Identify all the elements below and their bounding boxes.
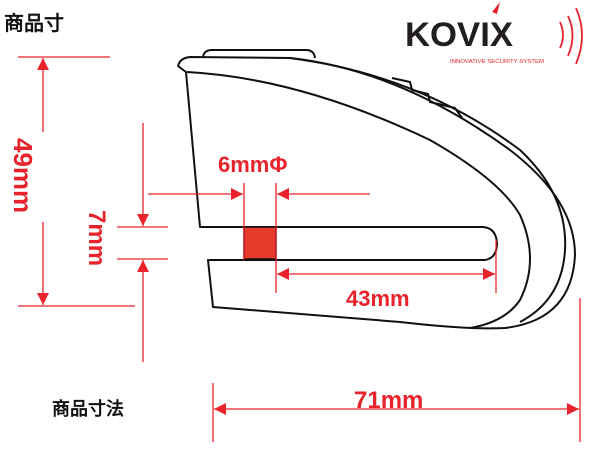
pin-marker: [243, 226, 277, 260]
pin-diameter-label: 6mmΦ: [218, 152, 287, 177]
kovix-logo: KOVIX INNOVATIVE SECURITY SYSTEM: [405, 2, 583, 65]
logo-brand: KOVIX: [405, 16, 513, 54]
caption: 商品寸法: [52, 398, 124, 420]
logo-accent-icon: [492, 2, 500, 14]
signal-waves-icon: [559, 7, 583, 65]
jaw-gap-label: 7mm: [83, 210, 110, 266]
dimension-lines: [18, 56, 581, 442]
logo-tagline: INNOVATIVE SECURITY SYSTEM: [450, 59, 544, 65]
length-label: 71mm: [354, 387, 423, 414]
header-title: 商品寸: [4, 11, 64, 35]
slot-depth-label: 43mm: [346, 286, 410, 311]
height-label: 49mm: [8, 138, 38, 213]
